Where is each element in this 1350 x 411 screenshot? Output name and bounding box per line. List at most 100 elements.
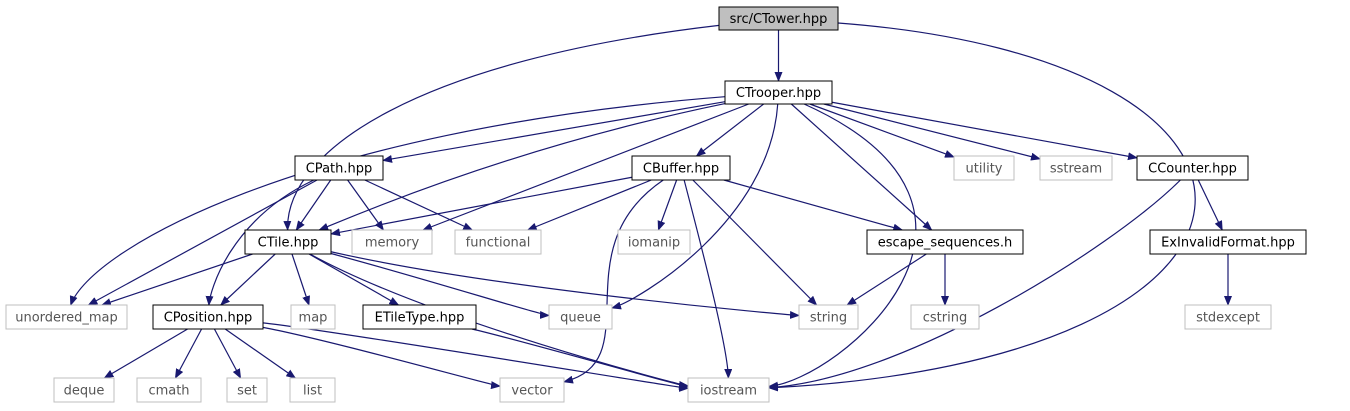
node-ctrooper[interactable]: CTrooper.hpp (724, 80, 833, 105)
node-label-unordered: unordered_map (15, 311, 118, 326)
node-box-functional (454, 229, 542, 255)
edge-cbuffer-to-string (692, 179, 818, 306)
edge-escape-to-string (846, 253, 927, 306)
node-box-iostream (687, 377, 770, 403)
node-label-cpath: CPath.hpp (306, 162, 373, 177)
node-box-exinvalid (1149, 229, 1307, 255)
node-label-escape: escape_sequences.h (878, 236, 1012, 251)
node-box-cmath (136, 377, 202, 403)
edge-ctrooper-to-iostream (768, 103, 917, 390)
edge-cbuffer-to-iomanip (657, 179, 678, 231)
node-box-vector (499, 377, 565, 403)
node-box-cposition (152, 304, 264, 330)
node-box-map (290, 304, 336, 330)
node-label-vector: vector (511, 384, 553, 399)
node-ctile[interactable]: CTile.hpp (244, 229, 332, 255)
node-list: list (289, 377, 336, 403)
edge-ctrooper-to-utility (809, 103, 955, 158)
node-memory: memory (351, 229, 433, 255)
node-iomanip: iomanip (617, 229, 691, 255)
node-label-stdexcept: stdexcept (1196, 311, 1260, 326)
node-box-ccounter (1136, 155, 1249, 181)
node-exinvalid[interactable]: ExInvalidFormat.hpp (1149, 229, 1307, 255)
node-box-unordered (5, 304, 128, 330)
node-label-cposition: CPosition.hpp (164, 311, 253, 326)
edge-cbuffer-to-escape (723, 179, 904, 232)
node-label-etiletype: ETileType.hpp (375, 311, 465, 326)
edge-ctrooper-to-sstream (823, 103, 1041, 161)
edge-ctile-to-string (330, 251, 800, 319)
edge-ctrooper-to-cbuffer (695, 103, 765, 157)
edge-ctrooper-to-memory (422, 103, 749, 231)
node-string: string (798, 304, 859, 330)
node-box-memory (351, 229, 433, 255)
node-label-ctrooper: CTrooper.hpp (736, 86, 821, 101)
edge-ctower-to-iostream (768, 22, 1196, 392)
node-box-ctrooper (724, 80, 833, 105)
node-escape[interactable]: escape_sequences.h (866, 229, 1024, 255)
edge-ctrooper-to-unordered (69, 96, 726, 306)
node-label-set: set (237, 384, 257, 399)
edge-cposition-to-list (224, 328, 297, 379)
node-box-ctower (718, 6, 839, 31)
node-queue: queue (548, 304, 613, 330)
node-cstring: cstring (910, 304, 980, 330)
node-label-map: map (299, 311, 328, 326)
node-ctower[interactable]: src/CTower.hpp (718, 6, 839, 31)
edge-cpath-to-functional (364, 179, 474, 231)
edges-layer (69, 22, 1232, 392)
node-stdexcept: stdexcept (1184, 304, 1272, 330)
node-label-functional: functional (466, 236, 531, 251)
node-box-cbuffer (631, 155, 731, 181)
node-label-utility: utility (966, 162, 1003, 177)
edge-etiletype-to-iostream (471, 328, 689, 390)
node-box-etiletype (362, 304, 477, 330)
node-iostream: iostream (687, 377, 770, 403)
edge-ctrooper-to-ccounter (831, 101, 1138, 161)
node-deque: deque (53, 377, 115, 403)
node-box-set (226, 377, 268, 403)
edge-ctile-to-iostream (309, 253, 689, 389)
edge-ccounter-to-exinvalid (1197, 179, 1223, 231)
node-set: set (226, 377, 268, 403)
node-box-list (289, 377, 336, 403)
edge-cpath-to-cposition (205, 179, 315, 306)
node-sstream: sstream (1039, 155, 1113, 181)
node-cposition[interactable]: CPosition.hpp (152, 304, 264, 330)
node-cpath[interactable]: CPath.hpp (294, 155, 384, 181)
edge-ctrooper-to-cpath (382, 101, 726, 163)
node-box-escape (866, 229, 1024, 255)
edge-cpath-to-memory (347, 179, 384, 231)
node-box-cpath (294, 155, 384, 181)
node-box-iomanip (617, 229, 691, 255)
node-box-ctile (244, 229, 332, 255)
edge-ctile-to-etiletype (308, 253, 400, 306)
edge-ctile-to-unordered (100, 253, 253, 306)
node-label-ctower: src/CTower.hpp (730, 12, 828, 27)
node-box-cstring (910, 304, 980, 330)
node-box-queue (548, 304, 613, 330)
node-label-cmath: cmath (148, 384, 189, 399)
node-vector: vector (499, 377, 565, 403)
node-cbuffer[interactable]: CBuffer.hpp (631, 155, 731, 181)
node-label-ctile: CTile.hpp (258, 236, 319, 251)
edge-cpath-to-ctile (295, 179, 332, 231)
node-box-utility (953, 155, 1015, 181)
node-functional: functional (454, 229, 542, 255)
node-ccounter[interactable]: CCounter.hpp (1136, 155, 1249, 181)
node-box-deque (53, 377, 115, 403)
node-label-iomanip: iomanip (628, 236, 680, 251)
node-box-stdexcept (1184, 304, 1272, 330)
node-unordered: unordered_map (5, 304, 128, 330)
edge-cbuffer-to-ctile (330, 176, 633, 237)
edge-ctrooper-to-escape (790, 103, 933, 231)
node-etiletype[interactable]: ETileType.hpp (362, 304, 477, 330)
node-label-sstream: sstream (1050, 162, 1102, 177)
edge-cbuffer-to-iostream (683, 179, 733, 379)
node-label-cbuffer: CBuffer.hpp (643, 162, 719, 177)
node-label-memory: memory (365, 236, 420, 251)
edge-ccounter-to-iostream (768, 179, 1181, 392)
edge-ctile-to-cposition (220, 253, 276, 306)
